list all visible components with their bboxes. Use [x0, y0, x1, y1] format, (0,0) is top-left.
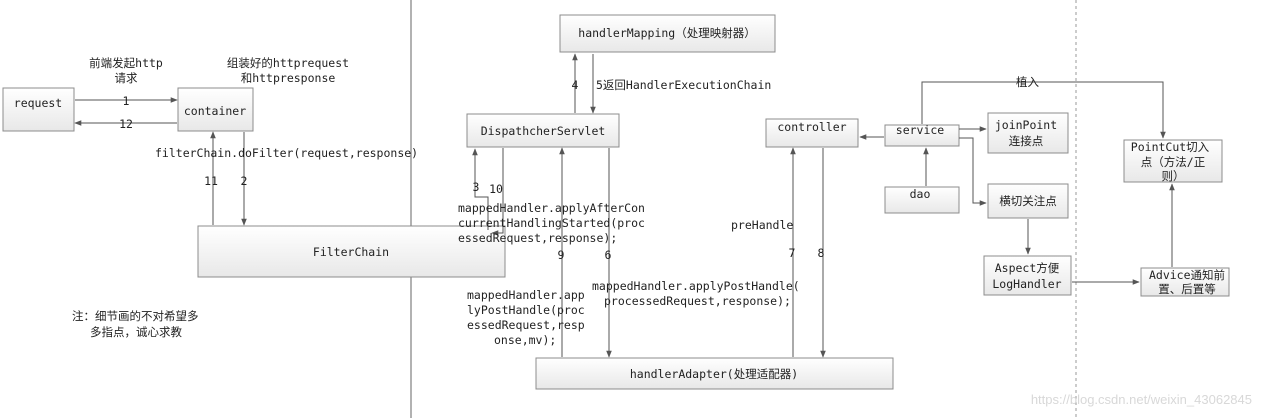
assembled-label-line-2: 和httpresponse	[241, 71, 336, 85]
arrow-dispatcher-to-filterchain	[491, 148, 504, 236]
container-node-label: container	[184, 104, 246, 118]
step-label-9: 9	[558, 248, 565, 262]
note-line-2: 多指点，诚心求教	[90, 325, 182, 339]
arrow-implant-to-pointcut	[921, 81, 1166, 139]
advice-label-line-2: 置、后置等	[1158, 282, 1216, 296]
pointcut-node: PointCut切入 点（方法/正 则）	[1123, 139, 1223, 183]
post-handle-left-line-3: essedRequest,resp	[467, 318, 585, 332]
step-label-6: 6	[605, 248, 612, 262]
container-node: container	[177, 87, 254, 132]
note-line-1: 注：细节画的不对希望多	[72, 309, 199, 323]
pointcut-label-line-2: 点（方法/正	[1141, 155, 1205, 169]
frontend-http-label-line-2: 请求	[115, 71, 138, 85]
joinpoint-node: joinPoint 连接点	[987, 112, 1069, 154]
dispatcher-servlet-node: DispathcherServlet	[466, 113, 620, 148]
dispatcher-servlet-node-label: DispathcherServlet	[481, 124, 606, 138]
handler-mapping-node-label: handlerMapping（处理映射器）	[578, 26, 755, 40]
step-label-7: 7	[789, 246, 796, 260]
step-label-3: 3	[473, 180, 480, 194]
aspect-node: Aspect方便 LogHandler	[983, 255, 1072, 296]
watermark-text: https://blog.csdn.net/weixin_43062845	[1031, 392, 1252, 407]
step-label-11: 11	[204, 174, 218, 188]
pointcut-label-line-1: PointCut切入	[1131, 140, 1210, 154]
prehandle-label: preHandle	[731, 218, 793, 232]
assembled-label-line-1: 组装好的httprequest	[227, 56, 349, 70]
pointcut-label-line-3: 则）	[1162, 169, 1185, 183]
dao-node-label: dao	[910, 187, 931, 201]
crosscut-concern-node-label: 横切关注点	[999, 194, 1057, 208]
arrow-service-to-crosscut	[959, 137, 987, 206]
advice-label-line-1: Advice通知前	[1149, 268, 1225, 282]
implant-label: 植入	[1016, 75, 1039, 89]
frontend-http-label-line-1: 前端发起http	[89, 56, 163, 70]
post-handle-left-line-4: onse,mv);	[494, 333, 556, 347]
handler-mapping-node: handlerMapping（处理映射器）	[559, 14, 776, 53]
arrow-filterchain-to-dispatcher	[472, 148, 489, 230]
return-chain-label: 5返回HandlerExecutionChain	[596, 78, 771, 92]
dao-node: dao	[884, 186, 960, 214]
crosscut-concern-node: 横切关注点	[987, 183, 1069, 219]
aspect-label-line-2: LogHandler	[992, 277, 1061, 291]
aspect-label-line-1: Aspect方便	[995, 261, 1060, 275]
step-label-12: 12	[119, 117, 133, 131]
controller-node: controller	[765, 118, 859, 148]
request-node: request	[2, 87, 75, 132]
step-label-2: 2	[241, 174, 248, 188]
post-handle-right-line-1: mappedHandler.applyPostHandle(	[592, 279, 800, 293]
step-label-10: 10	[489, 182, 503, 196]
after-concurrent-label-line-2: currentHandlingStarted(proc	[458, 216, 645, 230]
step-label-8: 8	[818, 246, 825, 260]
post-handle-left-line-1: mappedHandler.app	[467, 288, 585, 302]
handler-adapter-node-label: handlerAdapter(处理适配器)	[630, 367, 798, 381]
post-handle-right-line-2: processedRequest,response);	[604, 294, 791, 308]
service-node: service	[884, 123, 960, 147]
after-concurrent-label-line-3: essedRequest,response);	[458, 231, 617, 245]
filterchain-node-label: FilterChain	[313, 245, 389, 259]
filterchain-node: FilterChain	[197, 225, 506, 278]
request-node-label: request	[14, 96, 62, 110]
after-concurrent-label-line-1: mappedHandler.applyAfterCon	[458, 201, 645, 215]
post-handle-left-line-2: lyPostHandle(proc	[467, 303, 585, 317]
step-label-1: 1	[123, 94, 130, 108]
joinpoint-label-line-2: 连接点	[1009, 134, 1044, 148]
service-node-label: service	[896, 123, 945, 137]
dofilter-label: filterChain.doFilter(request,response)	[155, 146, 418, 160]
controller-node-label: controller	[777, 120, 846, 134]
step-label-4: 4	[572, 78, 579, 92]
handler-adapter-node: handlerAdapter(处理适配器)	[535, 357, 894, 390]
joinpoint-label-line-1: joinPoint	[995, 118, 1057, 132]
advice-node: Advice通知前 置、后置等	[1140, 267, 1230, 297]
